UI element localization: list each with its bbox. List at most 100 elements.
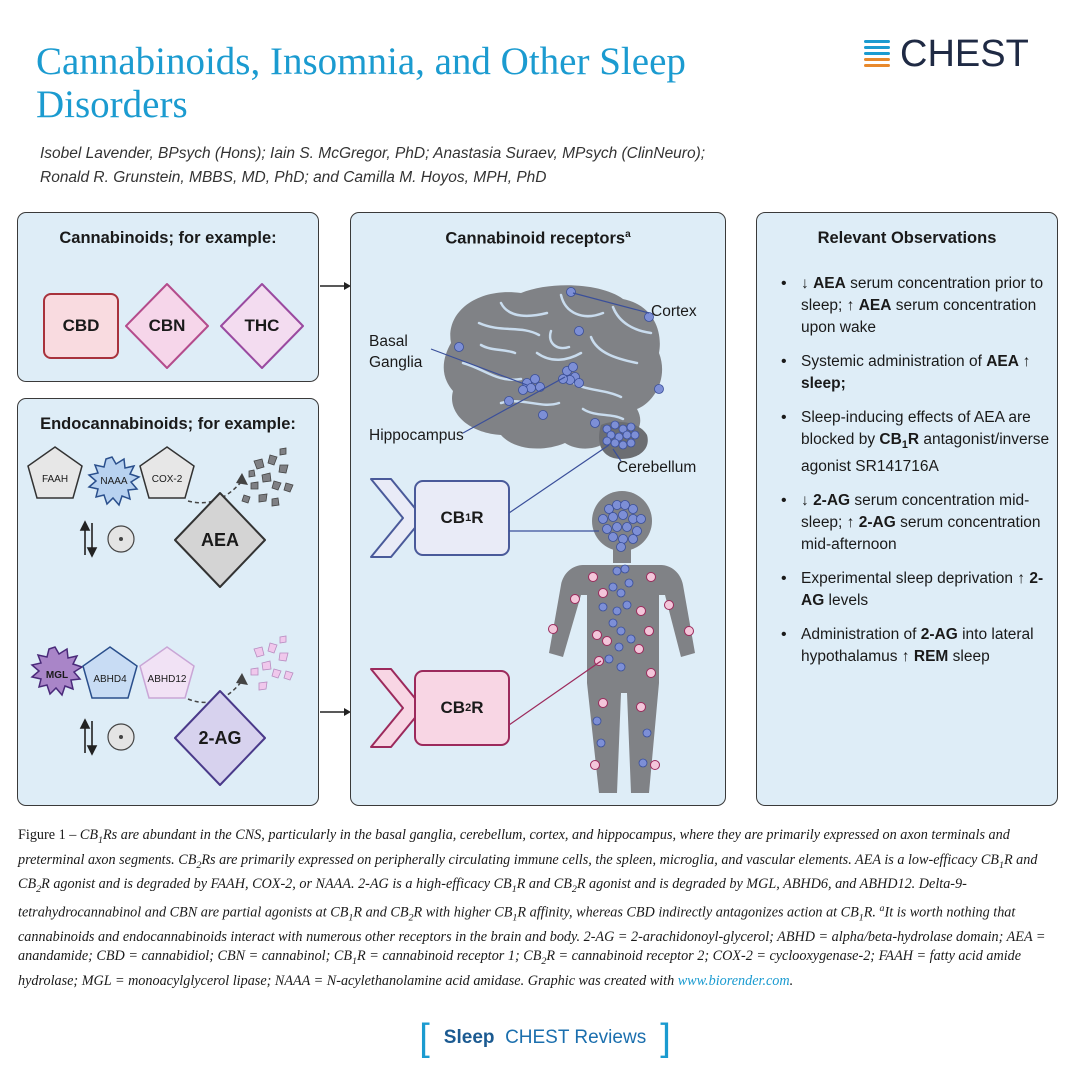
- text-run: serum concentration prior to sleep; ↑: [801, 275, 1044, 314]
- text-run: 1: [348, 912, 354, 924]
- mgl-label: MGL: [45, 669, 69, 681]
- cannabinoid-shapes: [43, 283, 304, 369]
- text-run: R = cannabinoid receptor 2; COX-2 = cycl…: [18, 948, 1022, 989]
- receptors-panel: Cannabinoid receptorsa: [350, 212, 726, 806]
- text-run: R.: [863, 904, 880, 921]
- text-run: 1: [512, 912, 518, 924]
- cannabinoids-panel: Cannabinoids; for example: CBD CBN THC: [17, 212, 319, 382]
- cannabinoids-title: Cannabinoids; for example:: [59, 229, 277, 247]
- text-run: R and CB: [353, 904, 409, 921]
- text-run: ↓: [801, 275, 814, 292]
- figure-caption: Figure 1 – CB1Rs are abundant in the CNS…: [18, 826, 1068, 990]
- text-run: 2-AG: [920, 626, 958, 644]
- endocannabinoid-shapes: [27, 446, 294, 786]
- endocannabinoids-panel: Endocannabinoids; for example:: [17, 398, 319, 806]
- cortex-label: Cortex: [651, 303, 697, 320]
- text-run: 1: [998, 859, 1004, 871]
- footer-bracket-left: [: [419, 1017, 430, 1059]
- text-run: AEA ↑ sleep;: [801, 353, 1031, 392]
- observation-item: Experimental sleep deprivation ↑ 2-AG le…: [779, 568, 1051, 612]
- text-run: 1: [858, 912, 864, 924]
- text-run: R: [907, 431, 920, 448]
- cox2-label: COX-2: [151, 473, 183, 485]
- aea-shape: [174, 492, 266, 588]
- ag-fragments: [250, 635, 294, 691]
- text-run: serum concentration mid-sleep; ↑: [801, 492, 1030, 532]
- text-run: Sleep-inducing effects of AEA are blocke…: [801, 409, 1031, 448]
- naaa-shape: [87, 456, 141, 507]
- two-ag-label: 2-AG: [198, 727, 242, 748]
- text-run: R agonist and is degraded by FAAH, COX-2…: [41, 876, 512, 893]
- arrow-right-icon: [320, 282, 351, 290]
- brain-icon: [443, 285, 664, 459]
- aea-label: AEA: [200, 529, 239, 550]
- biorender-link[interactable]: www.biorender.com: [677, 972, 790, 989]
- footer-bracket-right: ]: [660, 1017, 671, 1059]
- mgl-shape: [30, 646, 84, 697]
- faah-shape: [27, 446, 83, 499]
- abhd4-label: ABHD4: [93, 673, 127, 685]
- text-run: Figure 1 –: [18, 827, 80, 843]
- text-run: .: [789, 972, 794, 989]
- text-run: 2: [541, 955, 547, 967]
- observations-list: ↓ AEA serum concentration prior to sleep…: [779, 273, 1051, 680]
- text-run: 2-AG: [813, 492, 851, 510]
- authors-line: Ronald R. Grunstein, MBBS, MD, PhD; and …: [40, 169, 547, 186]
- text-run: CB: [79, 827, 99, 843]
- text-run: It is worth nothing that cannabinoids an…: [18, 904, 1046, 965]
- thc-label: THC: [244, 316, 280, 335]
- cbd-shape: [43, 293, 119, 359]
- thc-shape: [220, 283, 304, 369]
- text-run: 1: [98, 834, 103, 846]
- text-run: Rs are abundant in the CNS, particularly…: [18, 827, 1010, 868]
- text-run: 2-AG: [801, 570, 1044, 610]
- abhd4-shape: [82, 646, 138, 699]
- receptor-illustration: [370, 285, 695, 793]
- abhd12-shape: [139, 646, 195, 699]
- text-run: 2: [571, 884, 577, 896]
- text-run: 2: [408, 912, 414, 924]
- footer: [ Sleep CHEST Reviews ]: [400, 1018, 690, 1058]
- text-run: R affinity, whereas CBD indirectly antag…: [517, 904, 859, 921]
- text-run: 1: [511, 884, 517, 896]
- cbn-label: CBN: [148, 316, 186, 335]
- page-title: Cannabinoids, Insomnia, and Other Sleep …: [36, 40, 686, 126]
- faah-label: FAAH: [41, 473, 69, 485]
- observation-item: ↓ AEA serum concentration prior to sleep…: [779, 273, 1051, 339]
- text-run: serum concentration upon wake: [801, 297, 1037, 336]
- text-run: 2-AG: [858, 514, 896, 532]
- naaa-label: NAAA: [100, 475, 128, 487]
- text-run: antagonist/inverse agonist SR141716A: [801, 431, 1050, 476]
- observation-item: Sleep-inducing effects of AEA are blocke…: [779, 407, 1051, 478]
- cbd-label: CBD: [62, 316, 100, 335]
- text-run: sleep: [948, 648, 990, 666]
- receptors-title: Cannabinoid receptorsa: [445, 229, 631, 248]
- text-run: Systemic administration of: [801, 353, 987, 370]
- abhd12-label: ABHD12: [147, 673, 187, 685]
- observations-panel: Relevant Observations ↓ AEA serum concen…: [756, 212, 1058, 806]
- text-run: 2: [196, 859, 202, 871]
- hippocampus-label: Hippocampus: [369, 427, 464, 444]
- text-run: R with higher CB: [413, 904, 513, 921]
- text-run: 1: [352, 955, 357, 967]
- up-down-arrow-icon: [79, 520, 98, 558]
- text-run: 1: [901, 439, 908, 452]
- chest-logo: CHEST: [862, 32, 1052, 76]
- two-ag-shape: [174, 690, 266, 786]
- arrow-right-icon: [320, 708, 351, 716]
- text-run: levels: [824, 592, 869, 610]
- observation-item: Administration of 2-AG into lateral hypo…: [779, 624, 1051, 668]
- cbn-shape: [125, 283, 209, 369]
- observations-title: Relevant Observations: [817, 229, 997, 247]
- endocannabinoids-title: Endocannabinoids; for example:: [40, 415, 296, 433]
- text-run: Experimental sleep deprivation ↑: [801, 570, 1030, 588]
- observation-item: Systemic administration of AEA ↑ sleep;: [779, 351, 1051, 395]
- text-run: R and CB: [18, 851, 1038, 893]
- text-run: CB: [879, 431, 902, 448]
- observation-item: ↓ 2-AG serum concentration mid-sleep; ↑ …: [779, 490, 1051, 556]
- text-run: Administration of: [801, 626, 921, 644]
- text-run: ↓: [801, 492, 814, 510]
- authors-line: Isobel Lavender, BPsych (Hons); Iain S. …: [40, 145, 706, 162]
